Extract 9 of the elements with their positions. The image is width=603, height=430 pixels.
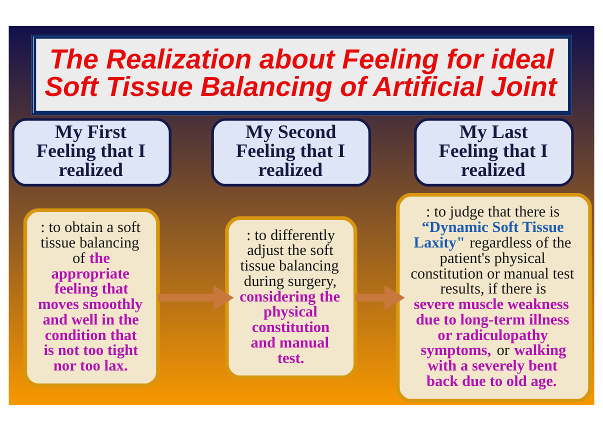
node-box: : to judge that there is “Dynamic Soft Tissue Laxity" regardless of the patient's physical constitution or manual test results, if there is severe muscle weakness due to long-term illness or radiculopathy symptoms, or walking with a severely bent back due to old age. (396, 192, 592, 402)
arrow (356, 284, 405, 310)
node-box: : to differently adjust the soft tissue balancing during surgery, considering the physical constitution and manual test. (225, 216, 358, 379)
node-box: My Second Feeling that I realized (211, 118, 372, 186)
arrow (158, 284, 234, 310)
diagram-title: The Realization about Feeling for ideal Soft Tissue Balancing of Artificial Joint (44, 42, 557, 102)
node-box: My Last Feeling that I realized (414, 118, 574, 186)
node-box: My First Feeling that I realized (12, 118, 172, 186)
node-box: : to obtain a soft tissue balancing of the appropriate feeling that moves smoothly and well in the condition that is not too tight nor too lax. (23, 208, 160, 387)
